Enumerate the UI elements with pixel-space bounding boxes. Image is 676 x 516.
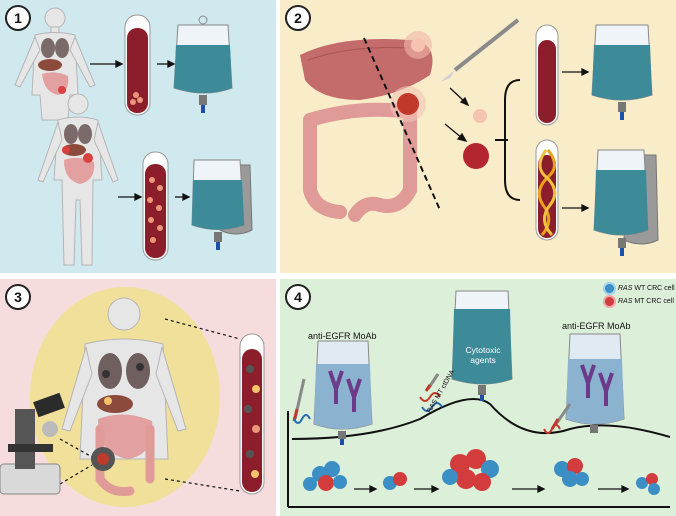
organs-2: [62, 124, 95, 184]
panel-4: 4 RAS WT CRC cell RAS MT CRC cell anti-E…: [280, 279, 676, 516]
iv-bag-1: [173, 15, 233, 113]
panel-1: 1: [0, 0, 276, 273]
tissue-sample-large: [463, 143, 489, 169]
iv-bag-center: [451, 290, 513, 401]
cell-clusters: [303, 449, 660, 495]
arrows-1: [90, 59, 191, 202]
ctdna-curve: [291, 398, 671, 440]
panel-1-illustration: [14, 7, 253, 266]
cluster-3: [442, 449, 499, 491]
tissue-sample-small: [473, 109, 487, 123]
panel-number-badge: 3: [5, 284, 31, 310]
blood-tube-1: [124, 14, 151, 116]
label-anti-egfr-left: anti-EGFR MoAb: [308, 331, 377, 341]
legend-label-wt: WT CRC cell: [632, 285, 675, 292]
legend-label-mt: MT CRC cell: [632, 298, 674, 305]
panel-3-illustration: [0, 287, 265, 507]
callout-lines: [59, 318, 241, 492]
bracket: [495, 79, 521, 201]
colon-3: [95, 424, 155, 496]
cluster-4: [554, 458, 589, 487]
organs-3: [97, 353, 153, 459]
legend-gene-mt: RAS: [618, 298, 633, 305]
cluster-2: [383, 472, 407, 490]
resection-line: [363, 37, 441, 211]
label-anti-egfr-right: anti-EGFR MoAb: [562, 321, 631, 331]
blood-tube-4: [535, 139, 559, 241]
microscope: [0, 392, 65, 495]
iv-bag-4: [593, 149, 659, 256]
wt-cell-icon: [605, 284, 614, 293]
syringe-2: [424, 373, 440, 392]
panel-2: 2: [280, 0, 676, 273]
blood-tube-5: [239, 333, 265, 495]
iv-bag-left: [313, 340, 373, 445]
dna-icons: [293, 392, 561, 434]
arrows-2a: [444, 87, 470, 143]
legend-gene-wt: RAS: [618, 285, 633, 292]
cluster-5: [636, 473, 660, 495]
label-cytotoxic-agents: Cytotoxic agents: [465, 345, 501, 365]
panel-number-badge: 2: [285, 5, 311, 31]
colon: [303, 102, 417, 222]
panel-4-illustration: [287, 290, 671, 508]
axes: [287, 411, 670, 508]
mt-cell-icon: [605, 297, 614, 306]
syringe-1: [292, 378, 306, 422]
iv-bag-right: [565, 333, 625, 433]
panel-3: 3: [0, 279, 276, 516]
panel-number-badge: 1: [5, 5, 31, 31]
panel-number-badge: 4: [285, 284, 311, 310]
organs-1: [38, 38, 69, 95]
liver: [300, 39, 433, 100]
cluster-1: [303, 461, 347, 491]
panel-2-illustration: [300, 18, 659, 256]
arrows-2b: [562, 67, 590, 213]
legend: RAS WT CRC cell RAS MT CRC cell: [605, 284, 675, 310]
iv-bag-2: [191, 159, 253, 250]
iv-bag-3: [591, 24, 653, 120]
blood-tube-2: [142, 151, 169, 261]
arrows-4: [354, 484, 630, 494]
blood-tube-3: [535, 24, 559, 126]
legend-item-mt: RAS MT CRC cell: [605, 297, 675, 306]
scalpel: [440, 18, 520, 82]
legend-item-wt: RAS WT CRC cell: [605, 284, 675, 293]
